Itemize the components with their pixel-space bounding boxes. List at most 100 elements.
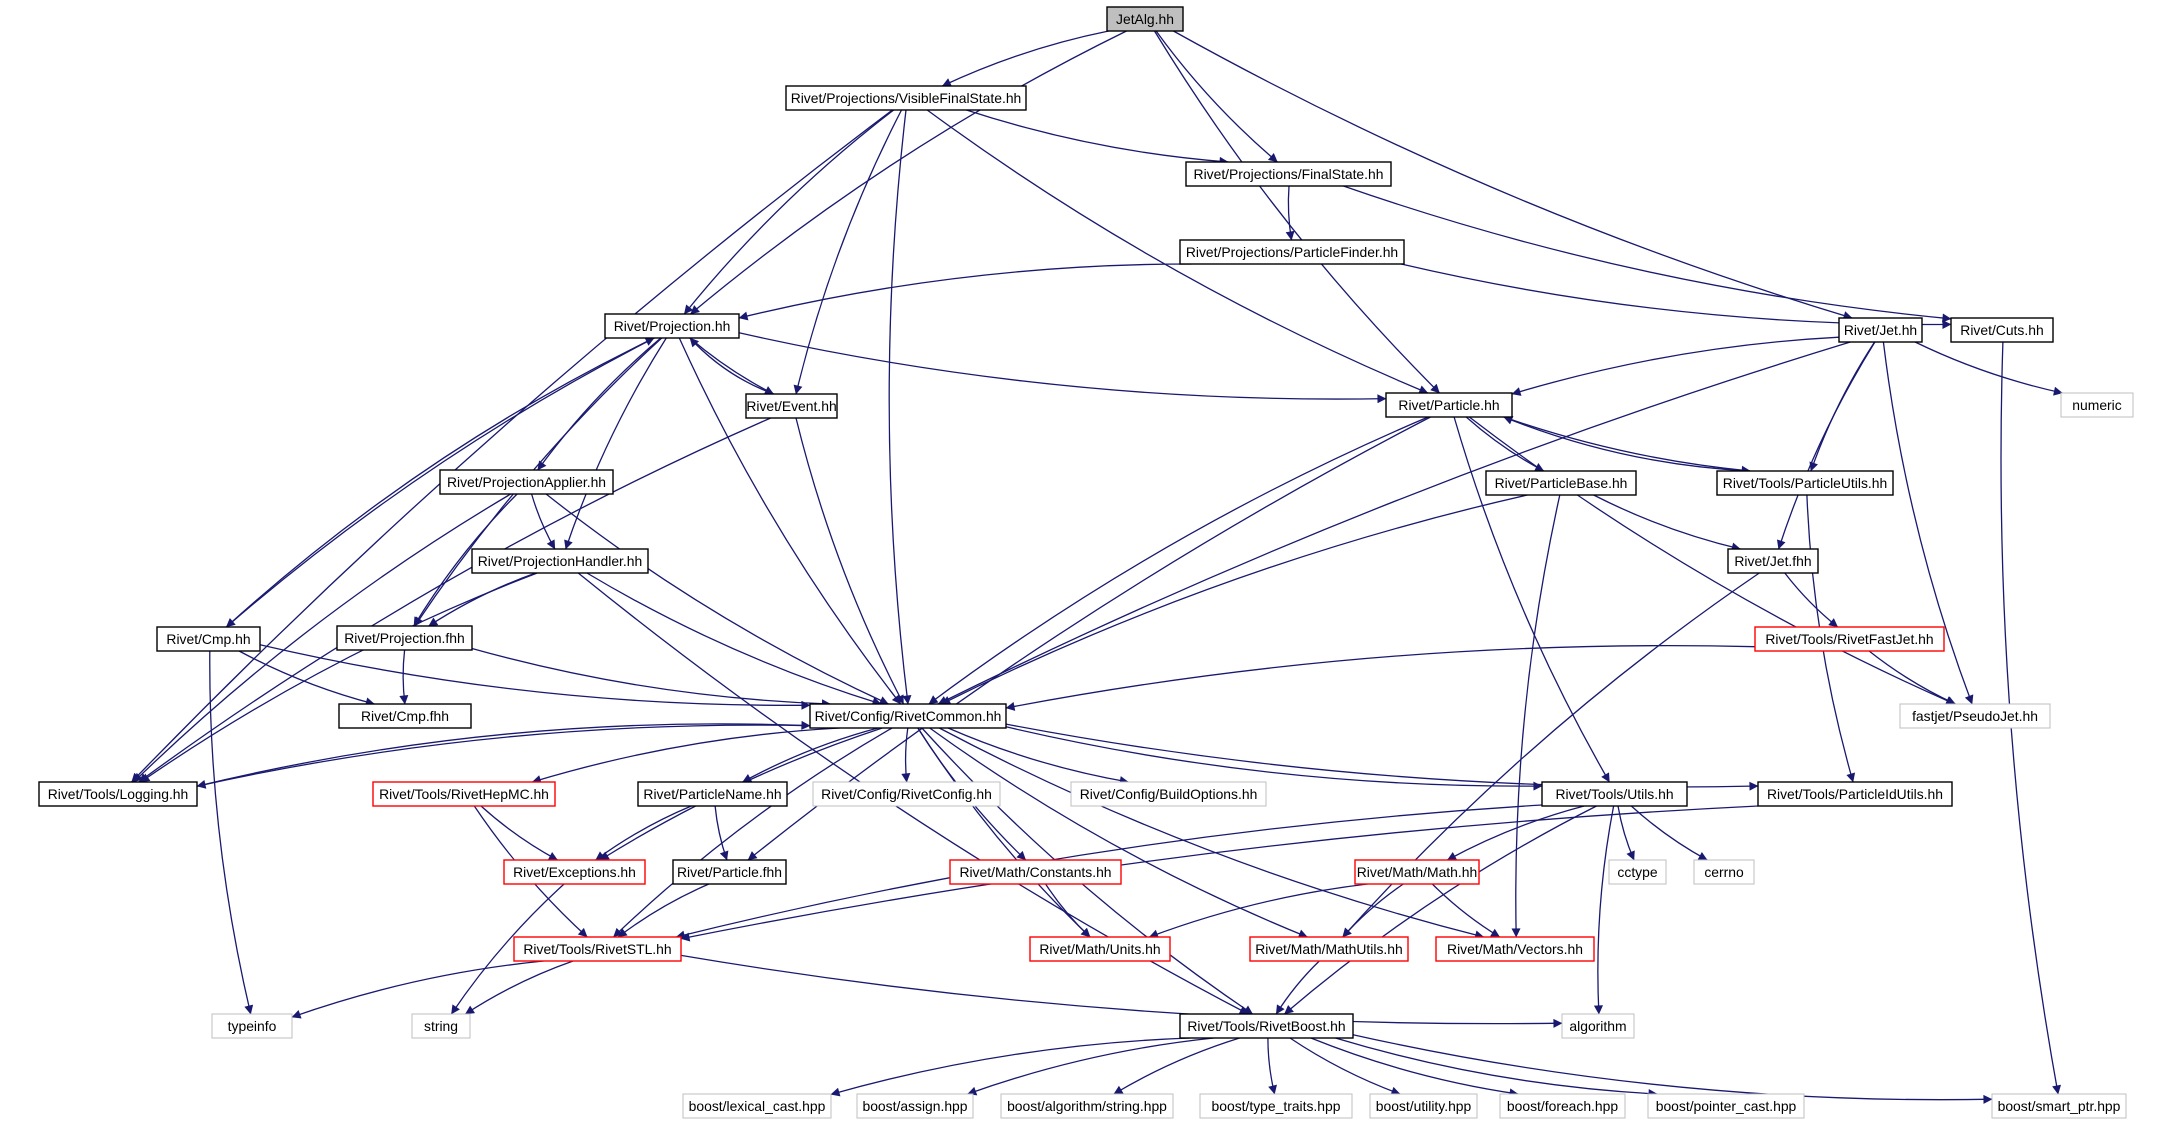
node-box-foreach [1499, 1093, 1626, 1119]
node-box-event [745, 393, 838, 419]
node-jet[interactable]: Rivet/Jet.hh [1838, 317, 1923, 343]
node-visiblefinalstate[interactable]: Rivet/Projections/VisibleFinalState.hh [785, 85, 1027, 111]
node-rivethepmc[interactable]: Rivet/Tools/RivetHepMC.hh [372, 781, 556, 807]
node-cuts[interactable]: Rivet/Cuts.hh [1950, 317, 2054, 343]
node-projfhh[interactable]: Rivet/Projection.fhh [336, 625, 473, 651]
node-label-utility: boost/utility.hpp [1376, 1098, 1472, 1114]
node-box-jetfhh [1727, 548, 1819, 574]
edge-projhandler-to-logging [140, 572, 538, 783]
node-exceptions[interactable]: Rivet/Exceptions.hh [503, 859, 646, 885]
node-mathutils[interactable]: Rivet/Math/MathUtils.hh [1249, 936, 1409, 962]
node-box-projection [604, 313, 740, 339]
node-box-algstring [1000, 1093, 1174, 1119]
node-event[interactable]: Rivet/Event.hh [745, 393, 838, 419]
edge-visiblefinalstate-to-projection [683, 109, 895, 315]
edge-projection-to-cmp [225, 337, 655, 628]
node-algstring: boost/algorithm/string.hpp [1000, 1093, 1174, 1119]
node-box-particleidutils [1757, 781, 1953, 807]
node-box-cmpfhh [338, 703, 472, 729]
node-units[interactable]: Rivet/Math/Units.hh [1029, 936, 1171, 962]
node-cmp[interactable]: Rivet/Cmp.hh [156, 626, 261, 652]
node-typetraits: boost/type_traits.hpp [1199, 1093, 1353, 1119]
node-projhandler[interactable]: Rivet/ProjectionHandler.hh [471, 548, 649, 574]
node-label-visiblefinalstate: Rivet/Projections/VisibleFinalState.hh [791, 90, 1022, 106]
node-pointercast: boost/pointer_cast.hpp [1647, 1093, 1805, 1119]
node-projection[interactable]: Rivet/Projection.hh [604, 313, 740, 339]
node-projapplier[interactable]: Rivet/ProjectionApplier.hh [439, 469, 614, 495]
edge-rivetstl-to-string [465, 960, 574, 1015]
node-label-logging: Rivet/Tools/Logging.hh [48, 786, 189, 802]
node-label-vectors: Rivet/Math/Vectors.hh [1447, 941, 1583, 957]
edge-jetalg-to-particle [1153, 30, 1440, 394]
node-utility: boost/utility.hpp [1369, 1093, 1478, 1119]
node-label-rivetstl: Rivet/Tools/RivetSTL.hh [523, 941, 671, 957]
node-rivetboost[interactable]: Rivet/Tools/RivetBoost.hh [1179, 1013, 1354, 1039]
node-label-typetraits: boost/type_traits.hpp [1212, 1098, 1341, 1114]
edge-cmp-to-projection [225, 337, 655, 628]
node-label-cerrno: cerrno [1704, 864, 1744, 880]
node-label-foreach: boost/foreach.hpp [1507, 1098, 1618, 1114]
edge-rivetboost-to-utility [1289, 1037, 1401, 1096]
node-rivetcommon[interactable]: Rivet/Config/RivetCommon.hh [809, 703, 1007, 729]
node-label-projfhh: Rivet/Projection.fhh [344, 630, 464, 646]
node-box-vectors [1435, 936, 1595, 962]
node-buildoptions: Rivet/Config/BuildOptions.hh [1070, 781, 1267, 807]
node-cmpfhh[interactable]: Rivet/Cmp.fhh [338, 703, 472, 729]
edge-finalstate-to-particlefinder [1285, 185, 1295, 241]
edge-particle-to-particleutils [1503, 416, 1751, 475]
node-label-buildoptions: Rivet/Config/BuildOptions.hh [1080, 786, 1258, 802]
node-particlebase[interactable]: Rivet/ParticleBase.hh [1485, 470, 1637, 496]
edge-utils-to-rivetstl [675, 804, 1543, 940]
edge-projhandler-to-rivetcommon [586, 572, 882, 706]
node-constants[interactable]: Rivet/Math/Constants.hh [949, 859, 1122, 885]
edge-jet-to-rivetcommon [937, 341, 1851, 705]
edge-utils-to-math [1447, 805, 1585, 861]
node-label-mathutils: Rivet/Math/MathUtils.hh [1255, 941, 1402, 957]
node-finalstate[interactable]: Rivet/Projections/FinalState.hh [1185, 161, 1392, 187]
edge-math-to-units [1148, 883, 1368, 939]
node-box-exceptions [503, 859, 646, 885]
edge-rivetstl-to-typeinfo [291, 960, 544, 1019]
edge-particlebase-to-vectors [1511, 494, 1561, 938]
node-box-rivetstl [513, 936, 682, 962]
node-box-mathutils [1249, 936, 1409, 962]
node-label-exceptions: Rivet/Exceptions.hh [513, 864, 636, 880]
node-box-numeric [2060, 392, 2134, 418]
node-label-jetfhh: Rivet/Jet.fhh [1734, 553, 1811, 569]
node-particle[interactable]: Rivet/Particle.hh [1385, 392, 1513, 418]
node-rivetstl[interactable]: Rivet/Tools/RivetSTL.hh [513, 936, 682, 962]
node-box-particle [1385, 392, 1513, 418]
node-particlefinder[interactable]: Rivet/Projections/ParticleFinder.hh [1179, 239, 1405, 265]
node-vectors[interactable]: Rivet/Math/Vectors.hh [1435, 936, 1595, 962]
node-jetalg[interactable]: JetAlg.hh [1106, 6, 1184, 32]
edge-visiblefinalstate-to-event [793, 109, 903, 395]
node-particlefhh[interactable]: Rivet/Particle.fhh [672, 859, 787, 885]
node-rivetfastjet[interactable]: Rivet/Tools/RivetFastJet.hh [1754, 626, 1945, 652]
node-box-lexicalcast [682, 1093, 832, 1119]
edge-particlename-to-particlefhh [714, 805, 729, 861]
node-cerrno: cerrno [1693, 859, 1755, 885]
node-lexicalcast: boost/lexical_cast.hpp [682, 1093, 832, 1119]
node-box-particlefhh [672, 859, 787, 885]
node-particlename[interactable]: Rivet/ParticleName.hh [637, 781, 788, 807]
edge-rivetcommon-to-units [917, 727, 1091, 938]
node-box-rivetboost [1179, 1013, 1354, 1039]
node-particleidutils[interactable]: Rivet/Tools/ParticleIdUtils.hh [1757, 781, 1953, 807]
node-particleutils[interactable]: Rivet/Tools/ParticleUtils.hh [1716, 470, 1894, 496]
node-jetfhh[interactable]: Rivet/Jet.fhh [1727, 548, 1819, 574]
node-label-algstring: boost/algorithm/string.hpp [1007, 1098, 1167, 1114]
node-label-cmpfhh: Rivet/Cmp.fhh [361, 708, 449, 724]
node-math[interactable]: Rivet/Math/Math.hh [1354, 859, 1480, 885]
node-label-math: Rivet/Math/Math.hh [1357, 864, 1477, 880]
node-logging[interactable]: Rivet/Tools/Logging.hh [38, 781, 198, 807]
node-box-cuts [1950, 317, 2054, 343]
node-box-particlefinder [1179, 239, 1405, 265]
node-utils[interactable]: Rivet/Tools/Utils.hh [1541, 781, 1688, 807]
node-typeinfo: typeinfo [211, 1013, 293, 1039]
edge-particlename-to-exceptions [595, 805, 692, 861]
edge-projapplier-to-projfhh [413, 493, 518, 627]
node-box-cmp [156, 626, 261, 652]
node-box-logging [38, 781, 198, 807]
edge-projection-to-particle [738, 332, 1387, 404]
edge-exceptions-to-string [450, 883, 565, 1015]
